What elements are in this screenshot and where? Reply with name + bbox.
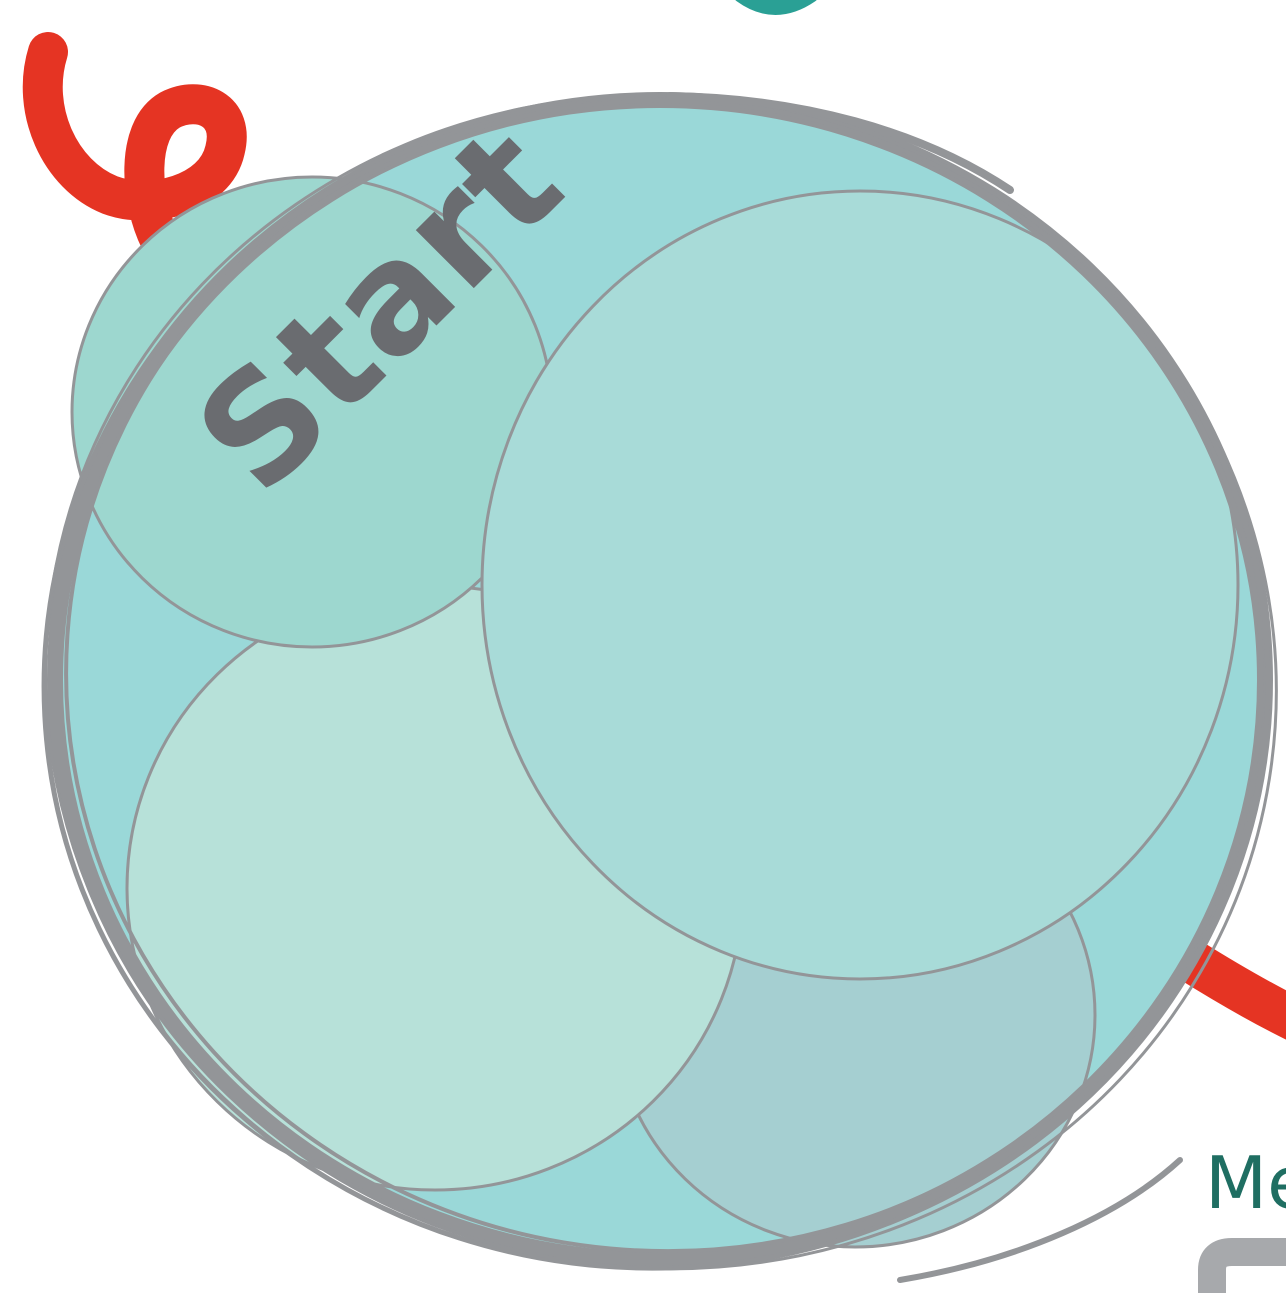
teal-dot-icon [735, 0, 817, 15]
corner-gray-mark [1198, 1238, 1286, 1293]
sphere-ring [41, 92, 1278, 1283]
cell-big [480, 189, 1240, 981]
corner-text: Me [1205, 1141, 1286, 1225]
